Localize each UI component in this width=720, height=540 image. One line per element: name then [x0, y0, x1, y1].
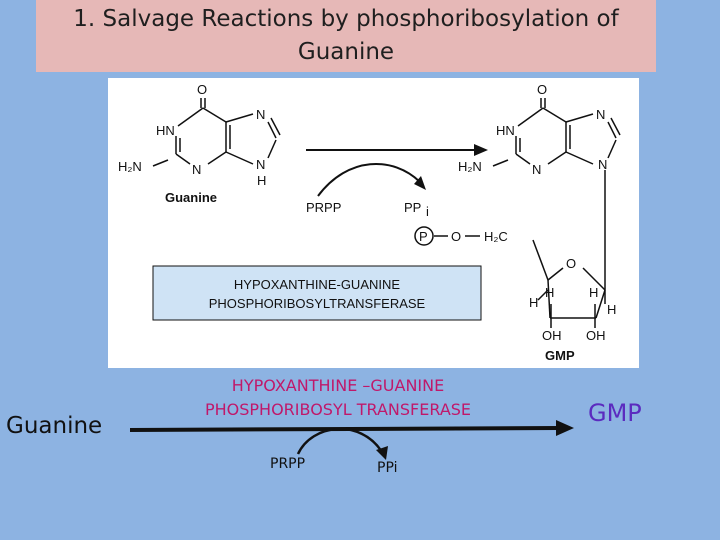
- summary-product: GMP: [588, 399, 642, 427]
- guanine-atom-hn: HN: [156, 123, 175, 138]
- guanine-atom-h9: H: [257, 173, 266, 188]
- ribose-h-4: H: [607, 302, 616, 317]
- guanine-label: Guanine: [165, 190, 217, 205]
- ribose-oh-right: OH: [586, 328, 606, 343]
- gmp-atom-n9: N: [598, 157, 607, 172]
- ppi-label: PP: [404, 200, 421, 215]
- summary-ppi: PPi: [377, 460, 398, 476]
- ribose-h-2: H: [545, 285, 554, 300]
- gmp-label: GMP: [545, 348, 575, 363]
- summary-enzyme-line1: HYPOXANTHINE –GUANINE: [231, 376, 445, 395]
- reaction-diagram: O HN N H₂N N N H Guanine PRPP PP i HYPOX…: [118, 82, 621, 363]
- guanine-structure: [152, 98, 281, 167]
- ribose-h-1: H: [529, 295, 538, 310]
- slide-title: 1. Salvage Reactions by phosphoribosylat…: [73, 6, 619, 65]
- reaction-arrow: [306, 144, 488, 197]
- reaction-figure: O HN N H₂N N N H Guanine PRPP PP i HYPOX…: [108, 78, 639, 368]
- guanine-atom-h2n: H₂N: [118, 159, 142, 174]
- enzyme-box: [152, 265, 482, 321]
- linker-o-label: O: [451, 229, 461, 244]
- guanine-atom-o: O: [197, 82, 207, 97]
- ribose-h-3: H: [589, 285, 598, 300]
- phosphate-p-label: P: [419, 229, 428, 244]
- prpp-label: PRPP: [306, 200, 341, 215]
- guanine-atom-n7: N: [256, 107, 265, 122]
- slide-title-band: 1. Salvage Reactions by phosphoribosylat…: [36, 0, 656, 72]
- gmp-atom-o: O: [537, 82, 547, 97]
- gmp-atom-n3: N: [532, 162, 541, 177]
- summary-enzyme: HYPOXANTHINE –GUANINE PHOSPHORIBOSYL TRA…: [188, 374, 488, 422]
- ppi-subscript: i: [426, 204, 429, 219]
- enzyme-box-line2: PHOSPHORIBOSYLTRANSFERASE: [209, 296, 426, 311]
- enzyme-box-line1: HYPOXANTHINE-GUANINE: [234, 277, 400, 292]
- gmp-atom-h2n: H₂N: [458, 159, 482, 174]
- ribose-o-label: O: [566, 256, 576, 271]
- guanine-atom-n3: N: [192, 162, 201, 177]
- guanine-atom-n9: N: [256, 157, 265, 172]
- summary-enzyme-line2: PHOSPHORIBOSYL TRANSFERASE: [204, 400, 472, 419]
- gmp-structure: [414, 98, 621, 328]
- gmp-atom-hn: HN: [496, 123, 515, 138]
- linker-ch2-label: H₂C: [484, 229, 508, 244]
- summary-substrate: Guanine: [6, 413, 103, 439]
- gmp-atom-n7: N: [596, 107, 605, 122]
- ribose-oh-left: OH: [542, 328, 562, 343]
- summary-prpp: PRPP: [270, 456, 306, 472]
